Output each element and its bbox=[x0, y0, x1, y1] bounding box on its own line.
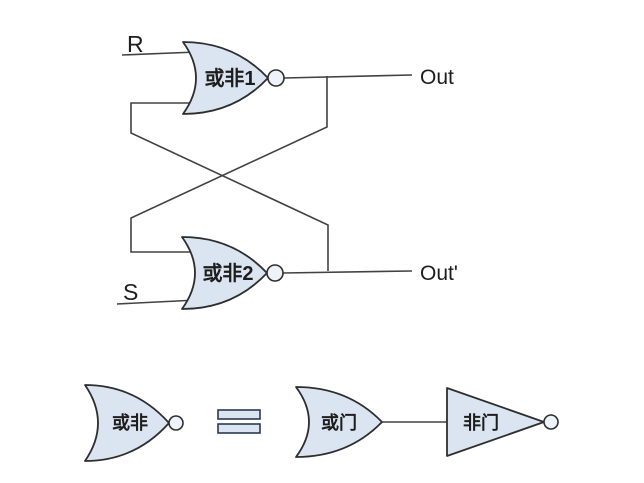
equivalence-not-gate-body bbox=[446, 387, 545, 457]
equals-top-bar bbox=[217, 409, 261, 420]
input-label-r: R bbox=[127, 31, 144, 57]
nor1-inversion-bubble-icon bbox=[267, 69, 285, 87]
wire-s-input bbox=[116, 299, 198, 305]
nor1-gate-body bbox=[182, 41, 269, 115]
wire-r-input bbox=[121, 51, 198, 56]
equivalence-or-gate-body bbox=[295, 386, 383, 458]
equivalence-nor-label: 或非 bbox=[112, 412, 148, 433]
equivalence-not-bubble-icon bbox=[543, 414, 559, 430]
equals-icon bbox=[217, 409, 261, 434]
output-label-out-prime: Out' bbox=[420, 262, 458, 285]
wire-feedback-outprime-to-nor1-input bbox=[130, 102, 329, 271]
wire-nor1-output bbox=[283, 74, 413, 79]
input-label-s: S bbox=[123, 279, 138, 305]
nor2-gate-body bbox=[181, 236, 268, 310]
equivalence-not-label: 非门 bbox=[463, 412, 499, 433]
nor2-gate-label: 或非2 bbox=[202, 261, 253, 285]
equals-bottom-bar bbox=[217, 423, 261, 434]
nor1-gate-label: 或非1 bbox=[204, 66, 255, 90]
equivalence-or-label: 或门 bbox=[321, 412, 357, 433]
equivalence-nor-bubble-icon bbox=[168, 415, 184, 431]
nor-equivalence-section: 或非 或门 非门 bbox=[84, 384, 559, 462]
sr-latch-section: 或非1 或非2 R S Out Out' bbox=[116, 31, 458, 310]
wire-nor2-output bbox=[282, 270, 413, 274]
wire-feedback-out-to-nor2-input bbox=[130, 76, 328, 253]
nor2-inversion-bubble-icon bbox=[266, 264, 284, 282]
equivalence-nor-gate-body bbox=[84, 384, 170, 462]
output-label-out: Out bbox=[420, 66, 454, 89]
